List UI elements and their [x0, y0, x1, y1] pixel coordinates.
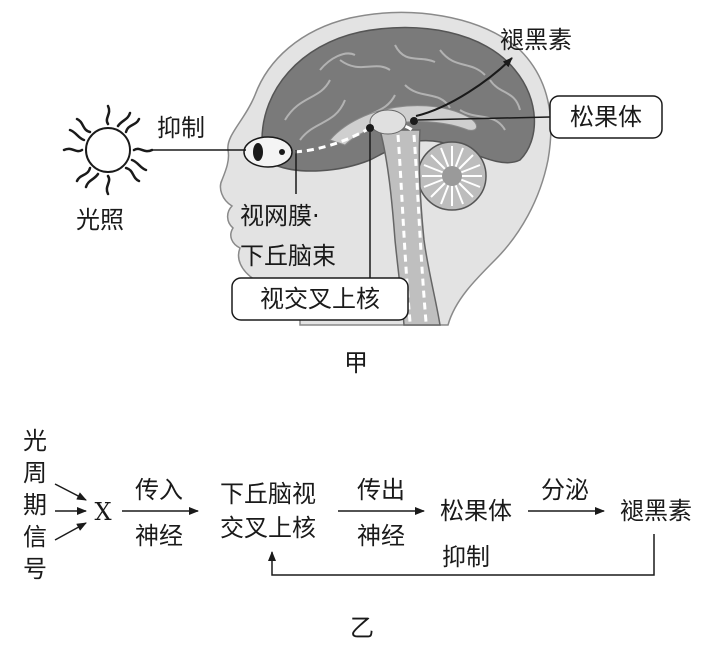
gyri-texture	[284, 44, 521, 141]
hypothalamus-node-line1: 下丘脑视	[220, 480, 316, 508]
cerebellum	[417, 141, 487, 211]
cerebrum	[261, 26, 536, 172]
scn-label-box	[231, 277, 409, 321]
sun-icon	[62, 104, 154, 196]
head-illustration	[219, 11, 552, 326]
feedback-loop	[268, 534, 655, 576]
melatonin-arrow	[415, 57, 513, 117]
caption-b: 乙	[350, 614, 374, 642]
inhibit-label-a: 抑制	[157, 114, 205, 142]
caption-a: 甲	[344, 349, 368, 377]
svg-text:期: 期	[23, 491, 47, 519]
efferent-top-label: 传出	[357, 476, 405, 504]
svg-text:周: 周	[23, 459, 47, 487]
secrete-label: 分泌	[541, 476, 589, 504]
eye	[243, 136, 293, 168]
feedback-inhibit-label: 抑制	[442, 543, 490, 571]
pineal-label-box	[549, 95, 663, 139]
input-arrows	[54, 483, 87, 541]
light-label: 光照	[76, 206, 124, 234]
retina-tract-label-line1: 视网膜·	[240, 202, 320, 230]
efferent-bottom-label: 神经	[357, 522, 405, 550]
input-signal-label: 光 周 期 信 号	[23, 427, 47, 583]
melatonin-node: 褪黑素	[620, 497, 692, 525]
afferent-bottom-label: 神经	[135, 522, 183, 550]
pineal-node: 松果体	[440, 497, 512, 525]
afferent-top-label: 传入	[135, 476, 183, 504]
scn-label: 视交叉上核	[260, 285, 380, 313]
melatonin-label-a: 褪黑素	[500, 26, 572, 54]
hypothalamus-node-line2: 交叉上核	[220, 514, 316, 542]
svg-text:光: 光	[23, 427, 47, 455]
retina-tract-label-line2: 下丘脑束	[240, 242, 336, 270]
brainstem	[379, 129, 441, 326]
svg-text:信: 信	[23, 523, 47, 551]
pineal-label-a: 松果体	[570, 103, 642, 131]
pineal-leader-line	[417, 116, 551, 121]
svg-text:号: 号	[23, 555, 47, 583]
x-node: X	[94, 498, 111, 526]
